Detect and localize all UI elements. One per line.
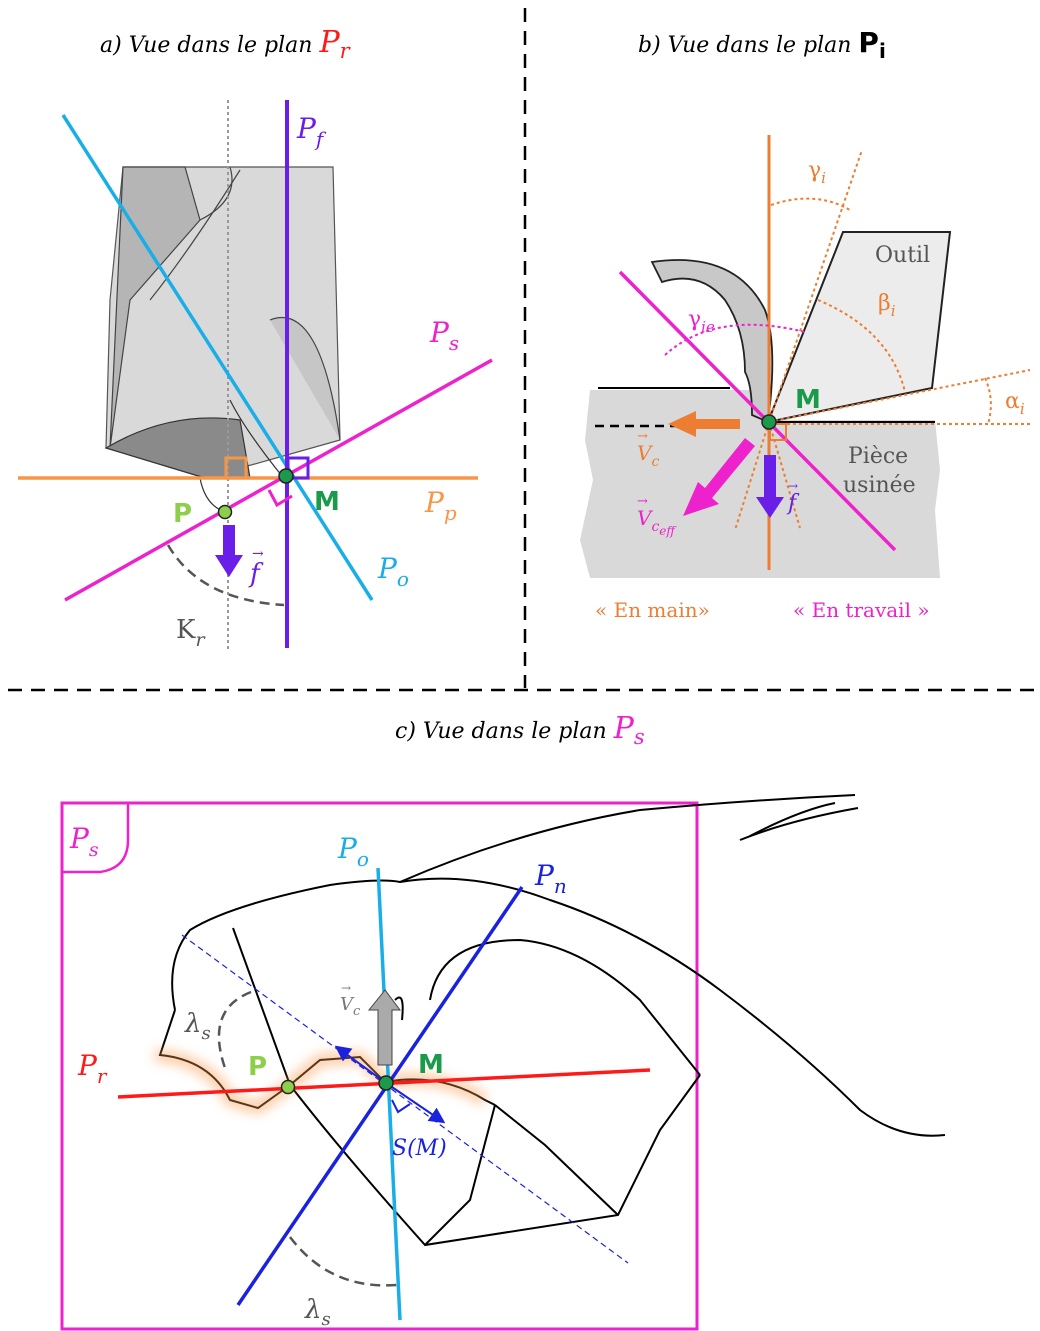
label-kappa: Kr bbox=[176, 615, 206, 651]
point-p-c bbox=[280, 1079, 296, 1095]
ps-line bbox=[64, 358, 493, 602]
label-pn: Pn bbox=[534, 859, 567, 898]
point-m-c bbox=[378, 1075, 394, 1091]
label-sm: S(M) bbox=[392, 1136, 447, 1161]
right-angle-c bbox=[391, 1099, 411, 1114]
label-at-work: « En travail » bbox=[793, 598, 930, 622]
label-po-a: Po bbox=[377, 552, 409, 591]
vc-arrow-b bbox=[668, 411, 740, 437]
label-vc-b: Vc bbox=[637, 441, 659, 470]
panel-c-caption: c) Vue dans le plan Ps bbox=[395, 711, 645, 749]
feed-arrow-b bbox=[756, 455, 784, 518]
eff-dotted-1 bbox=[734, 421, 770, 531]
gamma-i-arc bbox=[770, 197, 851, 211]
label-workpiece-1: Pièce bbox=[848, 444, 908, 469]
label-p-a: P bbox=[173, 499, 192, 529]
point-m-b bbox=[761, 414, 777, 430]
workpiece bbox=[580, 390, 940, 578]
sm-arrow-up bbox=[334, 1045, 387, 1084]
po-line bbox=[61, 114, 374, 601]
caption-a-plane: P bbox=[318, 25, 340, 60]
label-p-c: P bbox=[248, 1052, 267, 1082]
cutting-edge-dashed bbox=[181, 934, 629, 1264]
right-angle-orange bbox=[224, 456, 248, 480]
vceff-arrow bbox=[683, 438, 755, 516]
panel-c: c) Vue dans le plan Ps Ps bbox=[60, 711, 946, 1331]
label-po-c: Po bbox=[337, 832, 369, 871]
label-gamma-ie: γie bbox=[688, 307, 715, 336]
ps-frame bbox=[60, 801, 699, 1331]
right-angle-purple bbox=[286, 456, 310, 480]
right-angle-b bbox=[769, 423, 787, 441]
label-vc-c: Vc bbox=[340, 994, 361, 1019]
lambda-arc-bottom bbox=[289, 1236, 398, 1287]
clearance-dotted bbox=[768, 369, 1031, 423]
label-ps-a: Ps bbox=[429, 316, 459, 355]
label-m-a: M bbox=[314, 487, 340, 517]
sm-arrow-down bbox=[385, 1082, 446, 1124]
point-p-a bbox=[217, 504, 233, 520]
ps-line-b bbox=[618, 270, 897, 552]
ps-corner-tab bbox=[62, 803, 130, 874]
label-pf: Pf bbox=[296, 112, 327, 151]
label-pp: Pp bbox=[424, 486, 457, 525]
cutting-edge-glow bbox=[154, 1050, 488, 1114]
label-lambda-bottom: λs bbox=[304, 1295, 331, 1330]
label-m-b: M bbox=[795, 385, 821, 415]
feed-vector-arrow-b: → bbox=[788, 479, 798, 493]
kappa-arc bbox=[166, 544, 285, 607]
panel-a-caption: a) Vue dans le plan Pr bbox=[100, 25, 352, 63]
vc-vector-arrow-c: → bbox=[341, 981, 351, 995]
label-workpiece-2: usinée bbox=[843, 473, 916, 498]
label-alpha-i: αi bbox=[1005, 389, 1025, 418]
vc-arrow-c bbox=[367, 989, 401, 1066]
gamma-ie-arc bbox=[664, 323, 806, 356]
panel-a: a) Vue dans le plan Pr Pf Ps P bbox=[18, 25, 493, 651]
feed-vector-arrow-a: → bbox=[252, 546, 264, 562]
right-angle-magenta bbox=[267, 489, 293, 508]
label-tool: Outil bbox=[875, 243, 930, 268]
label-m-c: M bbox=[418, 1050, 444, 1080]
lambda-arc-top bbox=[217, 990, 252, 1069]
workpiece-top-edge bbox=[598, 387, 935, 423]
label-feed-a: f bbox=[248, 559, 264, 589]
label-in-hand: « En main» bbox=[595, 598, 710, 622]
alpha-i-arc bbox=[984, 377, 992, 425]
pn-line bbox=[236, 886, 524, 1306]
feed-arrow-a bbox=[215, 525, 243, 577]
vc-vector-arrow-b: → bbox=[637, 429, 648, 444]
label-ps-corner: Ps bbox=[69, 822, 99, 861]
point-m-a bbox=[278, 468, 294, 484]
label-beta-i: βi bbox=[878, 291, 896, 320]
tool bbox=[766, 231, 952, 424]
label-gamma-i: γi bbox=[808, 158, 826, 187]
label-lambda-top: λs bbox=[184, 1009, 211, 1044]
label-vceff: Vceff bbox=[637, 506, 677, 538]
label-pr-c: Pr bbox=[77, 1049, 108, 1088]
panel-b: b) Vue dans le plan Pi Outil M γi β bbox=[580, 26, 1031, 622]
vceff-vector-arrow: → bbox=[637, 494, 648, 509]
panel-b-caption: b) Vue dans le plan Pi bbox=[638, 26, 886, 63]
drill-body bbox=[104, 166, 341, 513]
po-line-c bbox=[376, 867, 402, 1321]
